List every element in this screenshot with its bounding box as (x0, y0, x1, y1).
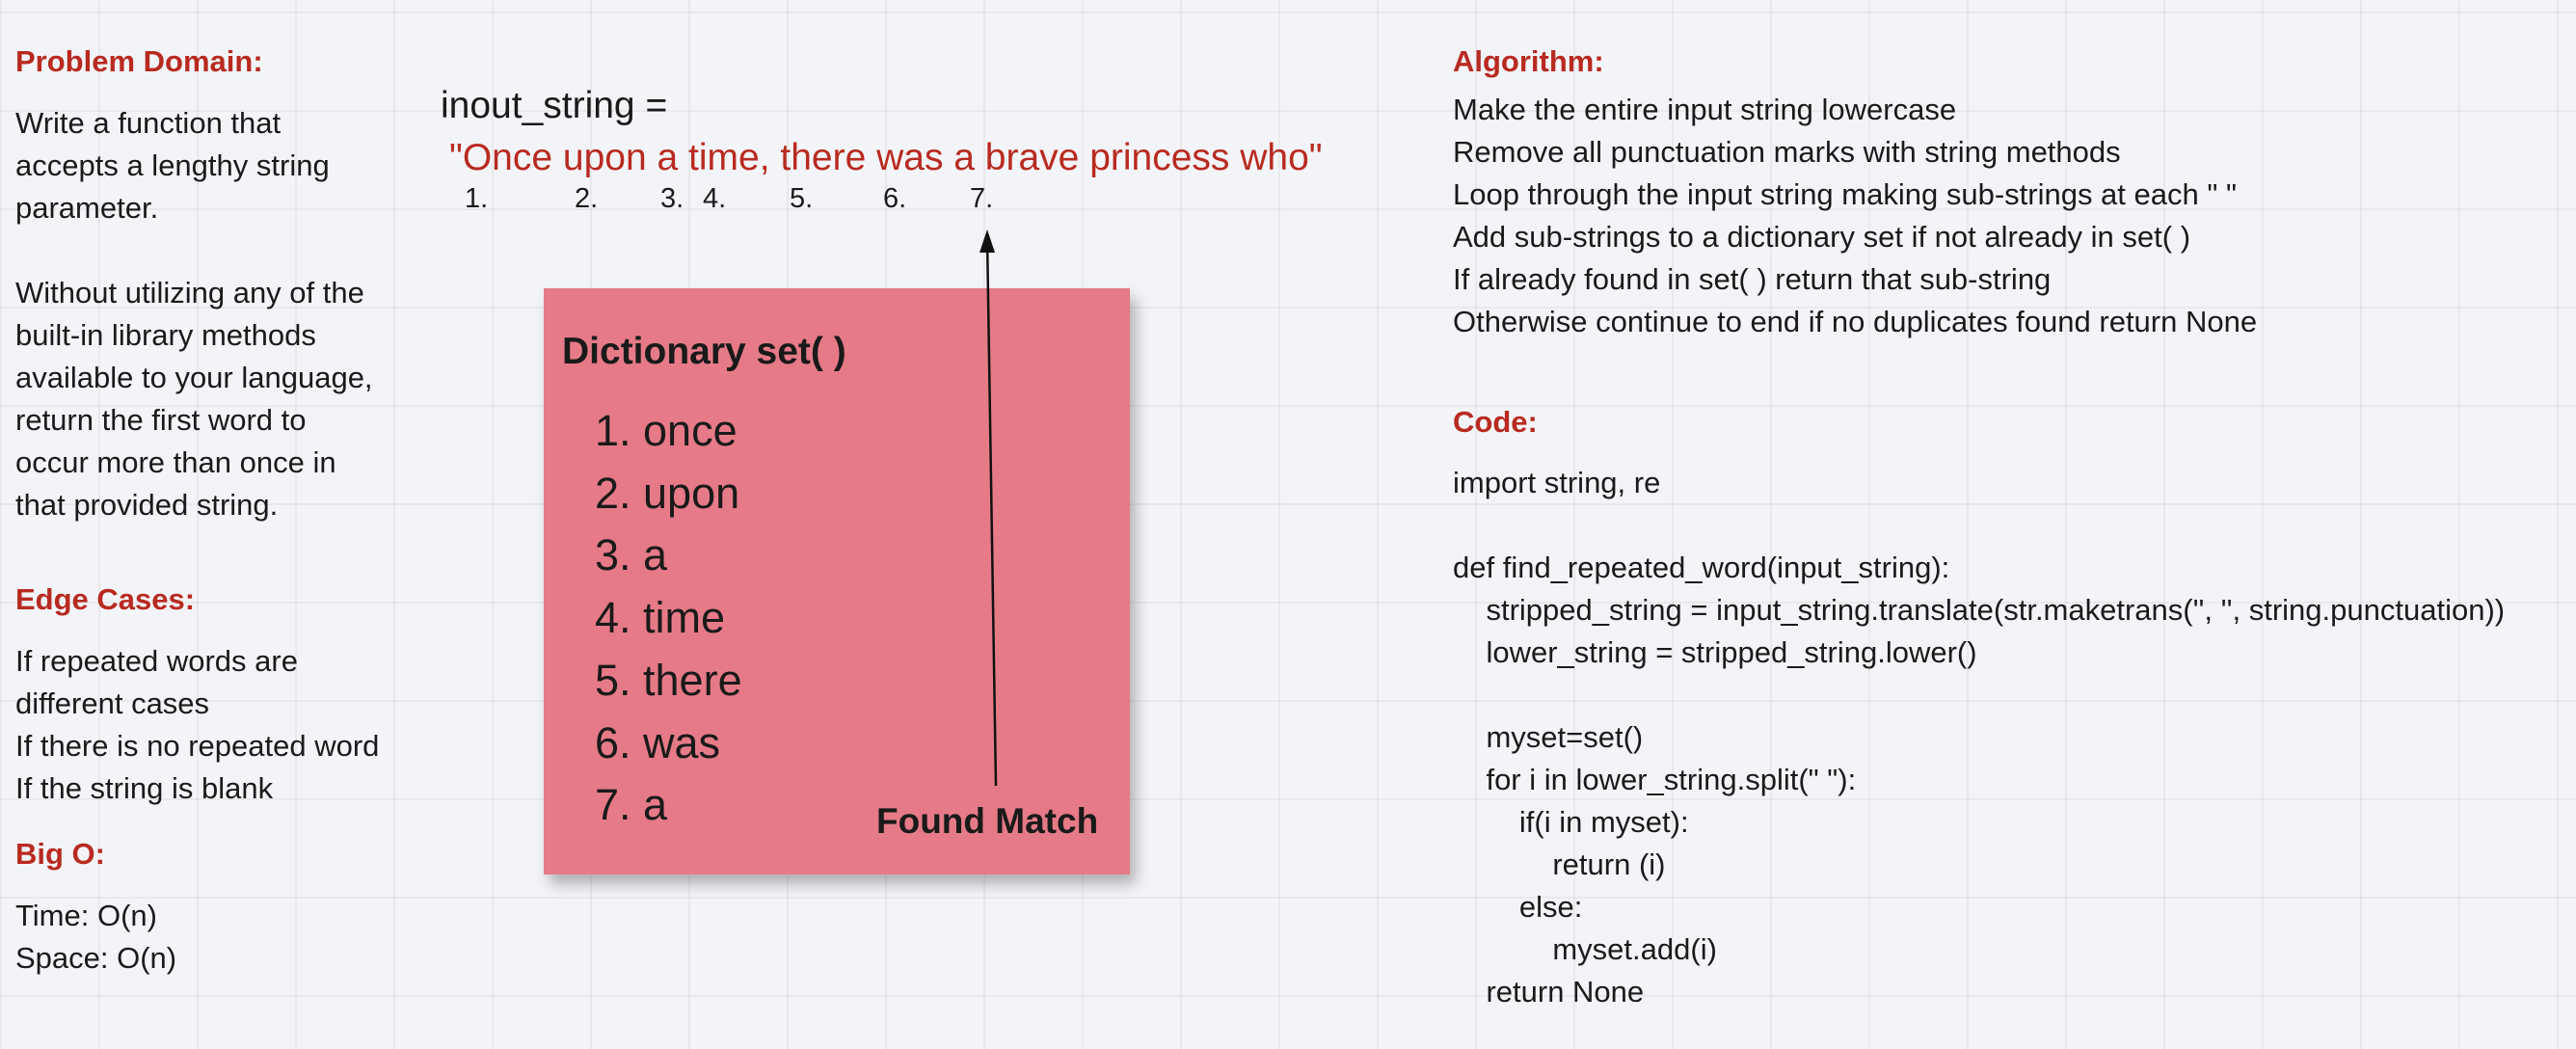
dictionary-item: 5. there (595, 655, 742, 705)
word-index: 5. (790, 183, 814, 214)
code-line: myset=set() (1453, 720, 1644, 754)
problem-domain-heading: Problem Domain: (15, 44, 263, 78)
code-block: import string, re def find_repeated_word… (1453, 462, 2505, 1013)
word-index: 7. (970, 183, 994, 214)
problem-line: return the first word to (15, 403, 307, 437)
word-index: 3. (660, 183, 684, 214)
dictionary-item: 2. upon (595, 468, 740, 518)
algorithm-step: Otherwise continue to end if no duplicat… (1453, 305, 2258, 338)
code-line (1453, 504, 2505, 547)
word-index: 6. (883, 183, 907, 214)
algorithm-step: Make the entire input string lowercase (1453, 93, 1957, 126)
input-string-label: inout_string = (441, 85, 668, 126)
problem-domain-text: Write a function that accepts a lengthy … (15, 102, 373, 526)
problem-line: Write a function that (15, 106, 282, 140)
code-line: for i in lower_string.split(" "): (1453, 763, 1857, 796)
big-o-time: Time: O(n) (15, 899, 157, 932)
algorithm-step: Remove all punctuation marks with string… (1453, 135, 2121, 169)
big-o-text: Time: O(n) Space: O(n) (15, 895, 176, 980)
found-match-label: Found Match (876, 801, 1099, 841)
problem-line: Without utilizing any of the (15, 276, 364, 309)
algorithm-step: Loop through the input string making sub… (1453, 177, 2237, 211)
edge-case-line: If repeated words are (15, 644, 298, 678)
code-line: def find_repeated_word(input_string): (1453, 551, 1950, 584)
code-line: lower_string = stripped_string.lower() (1453, 635, 1977, 669)
dictionary-list: 1. once 2. upon 3. a 4. time 5. there 6.… (595, 400, 742, 837)
code-line: stripped_string = input_string.translate… (1453, 593, 2506, 627)
dictionary-set-note: Dictionary set( ) 1. once 2. upon 3. a 4… (544, 288, 1130, 874)
edge-case-line: If there is no repeated word (15, 729, 380, 763)
problem-line: accepts a lengthy string (15, 148, 330, 182)
algorithm-step: If already found in set( ) return that s… (1453, 262, 2052, 296)
edge-case-line: different cases (15, 686, 210, 720)
problem-line: occur more than once in (15, 445, 336, 479)
edge-case-line: If the string is blank (15, 771, 274, 805)
input-string-value: "Once upon a time, there was a brave pri… (449, 137, 1323, 178)
code-line: myset.add(i) (1453, 932, 1717, 966)
problem-line (15, 229, 373, 272)
algorithm-step: Add sub-strings to a dictionary set if n… (1453, 220, 2191, 254)
dictionary-title: Dictionary set( ) (562, 331, 846, 372)
dictionary-item: 4. time (595, 593, 726, 643)
code-line: return (i) (1453, 847, 1666, 881)
code-line: return None (1453, 975, 1645, 1009)
word-index: 4. (703, 183, 727, 214)
dictionary-item: 1. once (595, 406, 738, 455)
problem-line: built-in library methods (15, 318, 316, 352)
arrow-head-icon (979, 229, 995, 253)
code-heading: Code: (1453, 405, 1538, 439)
problem-line: available to your language, (15, 361, 373, 394)
algorithm-steps: Make the entire input string lowercase R… (1453, 89, 2257, 343)
dictionary-item: 3. a (595, 530, 668, 580)
code-line (1453, 674, 2505, 716)
algorithm-heading: Algorithm: (1453, 44, 1604, 78)
big-o-heading: Big O: (15, 837, 105, 871)
edge-cases-heading: Edge Cases: (15, 582, 196, 616)
code-line: else: (1453, 890, 1583, 924)
edge-cases-text: If repeated words are different cases If… (15, 640, 379, 810)
dictionary-item: 6. was (595, 717, 721, 767)
problem-line: parameter. (15, 191, 159, 225)
word-index: 2. (575, 183, 599, 214)
big-o-space: Space: O(n) (15, 941, 177, 975)
code-line: if(i in myset): (1453, 805, 1689, 839)
problem-line: that provided string. (15, 488, 279, 522)
word-index: 1. (465, 183, 489, 214)
code-line: import string, re (1453, 466, 1661, 499)
dictionary-item: 7. a (595, 780, 668, 830)
